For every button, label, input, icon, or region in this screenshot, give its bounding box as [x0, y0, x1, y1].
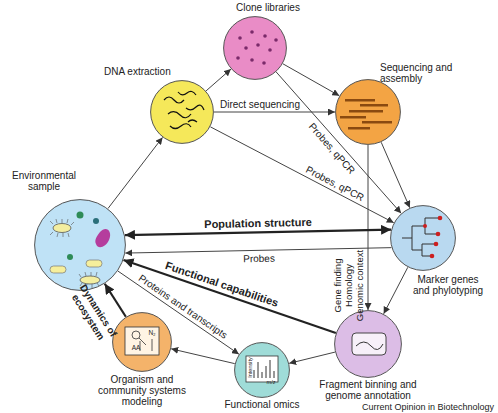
node-circle: Environmental sample — [34, 199, 126, 291]
connector-arrow — [384, 267, 408, 314]
node-label: Fragment binning and genome annotation — [313, 379, 423, 401]
node-label: Organism and community systems modeling — [92, 374, 192, 407]
connector-arrow — [368, 145, 369, 310]
node-outline — [335, 79, 401, 145]
axis-label: m/z — [262, 379, 280, 386]
node-circle-shape — [335, 311, 402, 378]
node-label: Clone libraries — [236, 2, 336, 13]
node-outline — [390, 205, 456, 271]
connector-arrow — [283, 64, 339, 96]
node-circle: Clone libraries — [223, 16, 287, 80]
node-circle: Organism and community systems modeling — [112, 312, 172, 372]
connector-arrow — [276, 72, 401, 213]
node-circle: DNA extraction — [150, 80, 214, 144]
node-circle: Fragment binning and genome annotation — [334, 310, 402, 378]
connector-arrow — [108, 137, 163, 208]
connector-arrow — [125, 248, 391, 253]
node-outline — [223, 16, 287, 80]
connector-arrow — [381, 142, 410, 208]
connector-arrow — [289, 352, 335, 363]
edge-label: Direct sequencing — [205, 99, 315, 110]
flow-title: Population structure — [183, 216, 333, 231]
edge-label: Gene finding Homology Genomic context — [332, 247, 365, 323]
molecule-label: N₂ — [146, 329, 158, 337]
node-circle-shape — [391, 206, 456, 271]
node-circle-shape — [151, 81, 214, 144]
connector-arrow — [105, 284, 126, 317]
connector-arrow — [214, 112, 335, 113]
molecule-label: AA — [129, 344, 143, 352]
node-outline — [34, 199, 126, 291]
node-label: Sequencing and assembly — [380, 62, 496, 84]
node-label: Environmental sample — [4, 170, 84, 192]
node-circle: Sequencing and assembly — [335, 79, 401, 145]
node-outline — [234, 342, 290, 398]
node-circle: Functional omics — [234, 342, 290, 398]
node-circle-shape — [336, 80, 401, 145]
node-circle-shape — [35, 200, 126, 291]
connector-arrow — [125, 230, 391, 235]
connector-arrow — [206, 69, 231, 91]
node-label: DNA extraction — [104, 66, 204, 77]
edge-label: Probes, qPCR — [297, 160, 373, 207]
node-label: Marker genes and phylotyping — [408, 274, 488, 296]
node-circle-shape — [224, 17, 287, 80]
connector-arrow — [171, 349, 235, 364]
journal-caption: Current Opinion in Biotechnology — [328, 402, 494, 413]
flow-title: Dynamics of ecosystem — [67, 282, 121, 347]
edge-label: Probes — [228, 252, 288, 264]
node-outline — [150, 80, 214, 144]
node-circle: Marker genes and phylotyping — [390, 205, 456, 271]
axis-label: Intensity — [247, 356, 254, 380]
node-outline — [112, 312, 172, 372]
node-label: Functional omics — [217, 399, 307, 410]
node-circle-shape — [235, 343, 290, 398]
node-circle-shape — [113, 313, 172, 372]
node-outline — [334, 310, 402, 378]
